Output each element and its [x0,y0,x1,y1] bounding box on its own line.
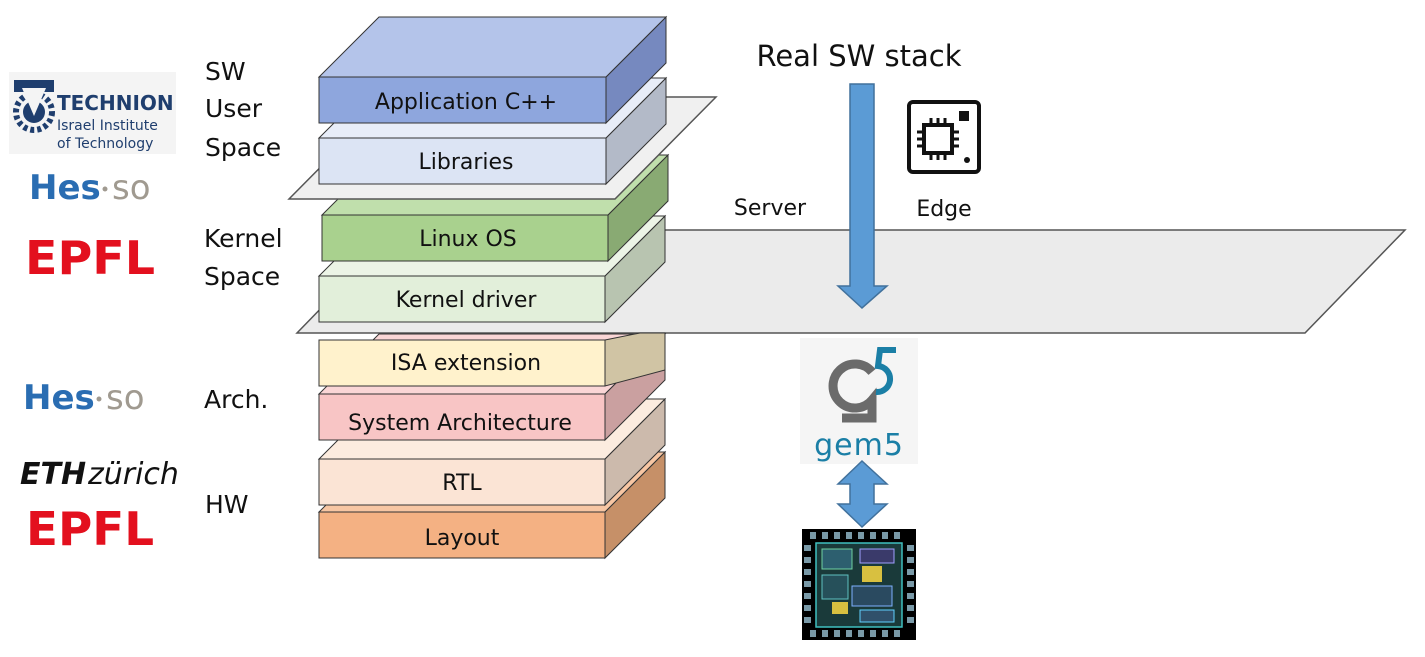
gem5-text: gem5 [814,428,904,463]
side-label-kernel-space: Kernel Space [204,224,283,291]
eth-zurich-logo: ETH zürich [20,457,179,492]
side-label-sw: SW [205,57,246,86]
layer-kernel-driver-label: Kernel driver [396,288,538,313]
layer-kernel-driver-front [318,275,606,323]
layer-libraries-label: Libraries [418,150,513,175]
layer-application-cpp-top [317,16,668,78]
layer-isa-extension-front [318,339,606,387]
edge-label: Edge [916,197,971,222]
hesso-middle-so: so [106,378,145,418]
layer-layout-label: Layout [425,526,500,551]
layer-linux-os-label: Linux OS [419,227,517,252]
hesso-middle-hes: Hes [23,378,95,418]
hesso-logo-top: Hes so [29,168,151,208]
technion-line1: Israel Institute [57,118,158,134]
side-label-sw-user-space: SW User Space [205,57,281,162]
eth-logo-eth: ETH [20,457,86,492]
layer-rtl-label: RTL [442,471,482,496]
gem5-g-mark [828,359,877,423]
layer-application-cpp: Application C++ [317,15,668,125]
epfl-logo-top: EPFL [25,231,155,285]
gem5-logo: gem5 [800,338,918,464]
layer-libraries-front [318,137,607,185]
server-label: Server [734,196,807,221]
technion-name: TECHNION [57,91,174,115]
down-arrow [836,83,889,310]
side-label-arch: Arch. [204,385,268,414]
epfl-logo-bottom: EPFL [26,502,154,556]
layer-system-architecture-label: System Architecture [348,411,572,436]
real-sw-stack-title: Real SW stack [756,39,961,73]
technion-logo: TECHNION Israel Institute of Technology [9,72,176,154]
eth-logo-zurich: zürich [87,457,179,492]
layer-application-cpp-front [318,76,607,124]
layer-rtl-front [318,458,606,506]
side-label-user: User [205,94,263,123]
layer-linux-os-front [321,214,609,262]
technion-line2: of Technology [57,136,153,152]
layer-layout-front [318,511,606,559]
double-arrow [836,459,889,529]
side-label-kernel: Kernel [204,224,283,253]
gem5-five-mark [874,347,896,396]
edge-chip-icon [907,100,981,174]
side-label-hw: HW [205,490,249,519]
layer-isa-extension: ISA extension [318,332,666,387]
hesso-logo-middle: Hes so [23,378,145,418]
hesso-top-so: so [112,168,151,208]
layer-application-cpp-label: Application C++ [375,90,557,115]
layer-system-architecture-front [318,393,606,441]
hesso-top-hes: Hes [29,168,101,208]
chip-layout-image [802,529,916,640]
layer-isa-extension-label: ISA extension [391,351,541,376]
side-label-space: Space [205,133,281,162]
side-label-kernel-space-word: Space [204,262,280,291]
